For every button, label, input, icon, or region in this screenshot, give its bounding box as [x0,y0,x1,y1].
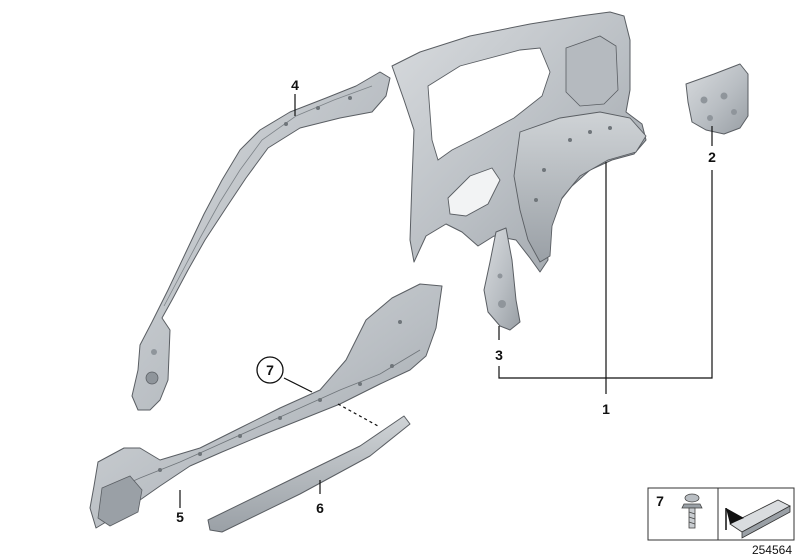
leader-lines [179,94,713,508]
callout-1: 1 [602,401,610,417]
screw-with-washer-icon [681,493,703,529]
leader-bracket-1-2-3 [498,170,713,379]
diagram-reference-number: 254564 [752,543,792,557]
part-1-rear-side-frame [391,11,647,273]
callout-5: 5 [176,509,184,525]
part-2-reinforcement-plate [685,63,749,135]
part-6-sill-strip [207,415,411,533]
part-5-rocker-panel-inner [89,283,443,529]
callout-2: 2 [708,149,716,165]
leader-7 [283,377,313,393]
legend-label-7: 7 [656,493,664,509]
callout-6: 6 [316,500,324,516]
callout-7-circle [256,356,284,384]
leader-7-dashed [337,403,379,427]
part-4-a-pillar-inner [131,71,391,411]
callout-3: 3 [495,347,503,363]
installation-direction-arrow-icon [725,499,791,539]
callout-7: 7 [266,362,274,378]
callout-labels: 1 2 3 4 5 6 7 [176,77,716,525]
part-3-bracket [483,227,521,331]
callout-4: 4 [291,77,299,93]
legend: 7 [647,487,795,541]
